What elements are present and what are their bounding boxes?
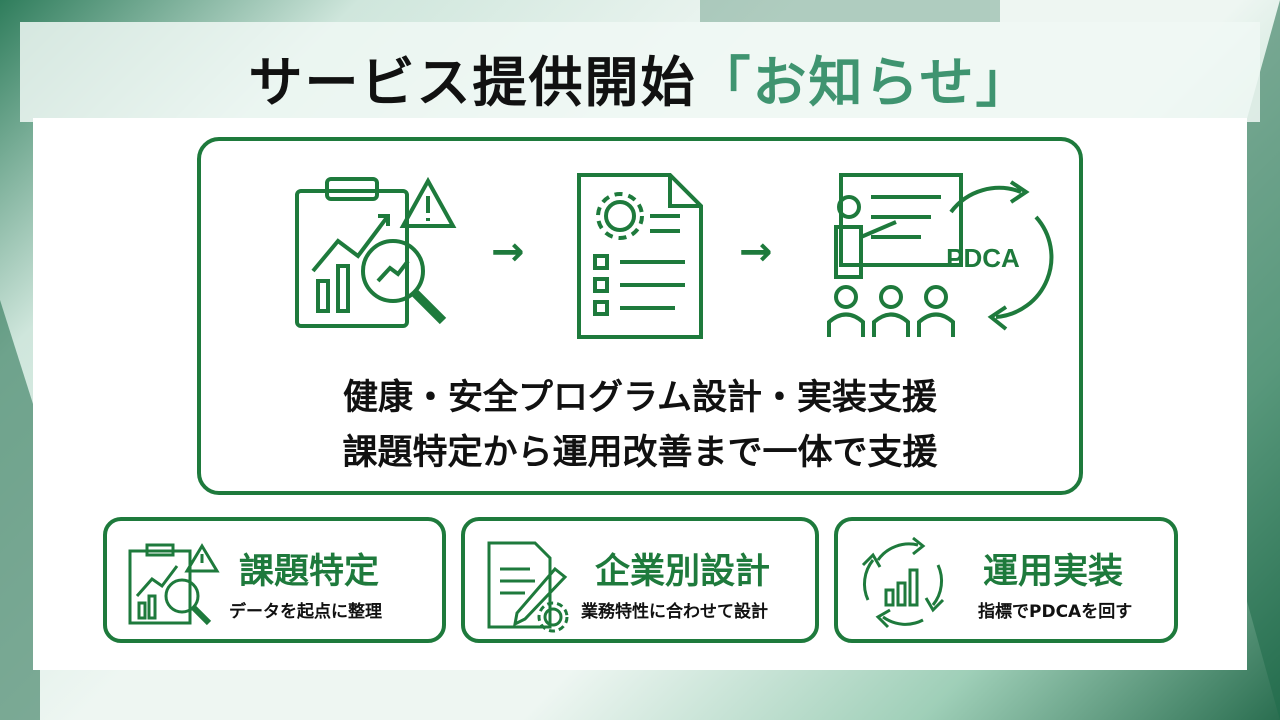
design-document-icon [577,173,703,339]
cycle-chart-icon [861,536,945,629]
card-subtitle: データを起点に整理 [229,602,382,622]
card-issue-identification: 課題特定 データを起点に整理 [103,517,446,643]
pdca-label: PDCA [946,243,1020,273]
card-title: 運用実装 [983,552,1124,592]
main-box: → → PDCA 健康・安全プログラム設計・実装支援 課題特定から運用改善まで一… [197,137,1083,495]
card-subtitle: 指標でPDCAを回す [978,602,1133,622]
analysis-icon [128,543,220,626]
arrow-right-icon: → [491,229,525,275]
title-main: サービス提供開始 [248,51,697,114]
card-operation-implementation: 運用実装 指標でPDCAを回す [834,517,1178,643]
card-title: 企業別設計 [595,552,771,592]
page-title: サービス提供開始「お知らせ」 [0,38,1280,117]
background-shape [700,0,1000,22]
card-company-design: 企業別設計 業務特性に合わせて設計 [461,517,819,643]
card-title: 課題特定 [239,552,380,592]
title-accent: 「お知らせ」 [696,51,1032,114]
main-line-1: 健康・安全プログラム設計・実装支援 [343,378,937,418]
card-subtitle: 業務特性に合わせて設計 [581,602,768,622]
arrow-right-icon: → [739,229,773,275]
title-band [20,22,1260,122]
main-line-2: 課題特定から運用改善まで一体で支援 [342,433,938,473]
analysis-clipboard-icon [295,176,457,328]
pdca-presentation-icon: PDCA [827,173,1054,337]
document-gear-icon [487,541,569,633]
